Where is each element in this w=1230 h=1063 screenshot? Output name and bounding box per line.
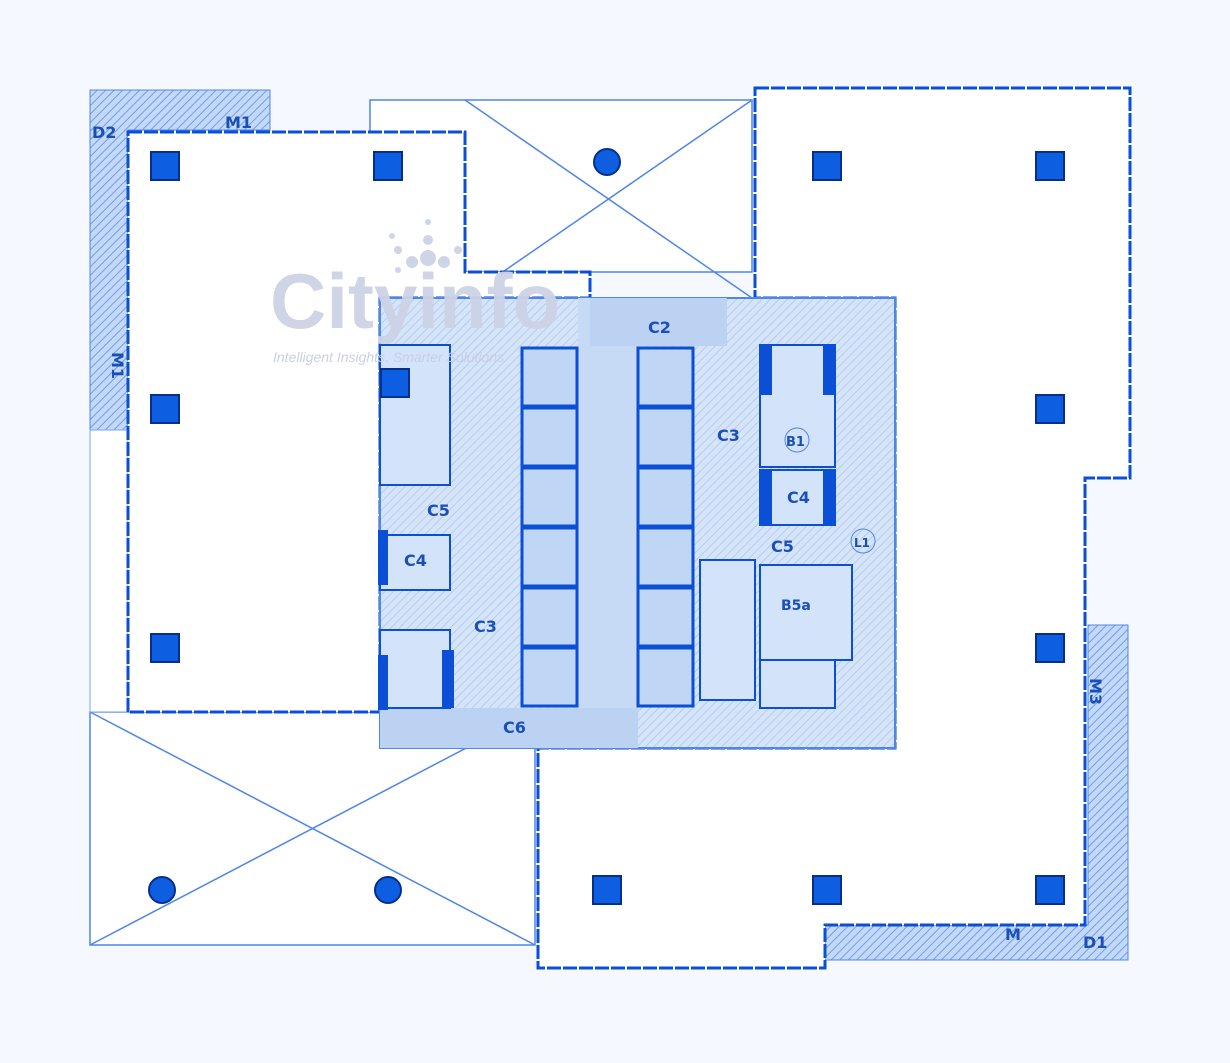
watermark-brand: Cityinfo: [270, 257, 560, 345]
column-square: [812, 151, 842, 181]
corridor-c2: [590, 298, 727, 346]
lift-car: [636, 466, 695, 528]
column-square: [1035, 875, 1065, 905]
label-c5-right: C5: [771, 537, 794, 556]
lift-banks: [520, 346, 695, 708]
structural-columns: [148, 148, 1065, 905]
column-round: [593, 148, 621, 176]
column-square: [373, 151, 403, 181]
label-m-bottom: M: [1005, 925, 1021, 944]
label-l1-circle: [850, 528, 876, 554]
label-c3-left: C3: [474, 617, 497, 636]
label-d1: D1: [1083, 933, 1107, 952]
lift-car: [520, 586, 579, 648]
lift-lobby: [578, 298, 638, 748]
label-c6: C6: [503, 718, 526, 737]
lift-car: [636, 406, 695, 468]
lift-car: [520, 526, 579, 588]
lift-car: [520, 346, 579, 408]
label-b1: B1: [786, 435, 805, 450]
column-square: [1035, 394, 1065, 424]
outer-slab-left: [89, 429, 129, 713]
column-square: [150, 151, 180, 181]
label-c3-right: C3: [717, 426, 740, 445]
lift-car: [520, 406, 579, 468]
label-c4-left: C4: [404, 551, 427, 570]
column-square: [1035, 633, 1065, 663]
column-round: [148, 876, 176, 904]
lift-car: [636, 526, 695, 588]
label-b1-circle: [784, 427, 810, 453]
label-m1-left: M1: [108, 352, 127, 379]
column-square: [812, 875, 842, 905]
lift-car: [636, 646, 695, 708]
label-b5a: B5a: [781, 598, 811, 614]
cityinfo-watermark: Cityinfo Intelligent Insights. Smarter S…: [270, 219, 560, 365]
label-d2: D2: [92, 123, 116, 142]
lift-car: [520, 646, 579, 708]
column-square: [150, 394, 180, 424]
column-square: [380, 368, 410, 398]
core-walls: [378, 345, 835, 710]
label-m1-top: M1: [225, 113, 252, 132]
column-square: [1035, 151, 1065, 181]
label-m3: M3: [1086, 678, 1105, 705]
label-c4-right: C4: [787, 488, 810, 507]
atrium-bottom: [89, 711, 536, 946]
column-square: [150, 633, 180, 663]
label-l1: L1: [854, 536, 870, 550]
column-round: [374, 876, 402, 904]
lift-car: [520, 466, 579, 528]
lift-car: [636, 346, 695, 408]
lift-car: [636, 586, 695, 648]
watermark-tagline: Intelligent Insights. Smarter Solutions: [273, 349, 504, 365]
label-c2: C2: [648, 318, 671, 337]
corridor-c6: [380, 708, 638, 748]
column-square: [592, 875, 622, 905]
label-c5-left: C5: [427, 501, 450, 520]
